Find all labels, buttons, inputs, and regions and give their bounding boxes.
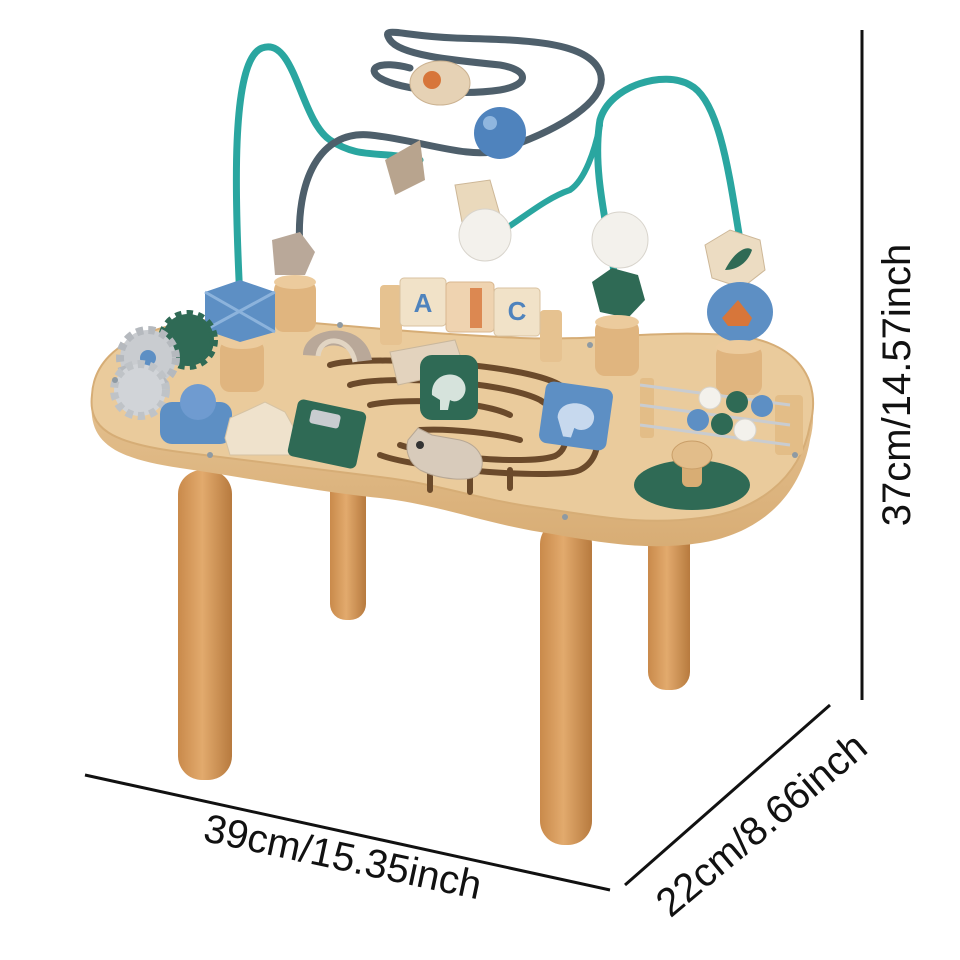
height-dimension-label: 37cm/14.57inch — [875, 244, 919, 526]
table-legs — [178, 470, 690, 845]
center-activity-pieces — [303, 330, 483, 480]
abc-spinner-blocks: A B C — [380, 277, 562, 362]
back-right-leg — [648, 520, 690, 690]
screws — [112, 322, 798, 520]
blue-ball-bead — [474, 107, 526, 159]
cloud-tree-piece — [224, 401, 296, 456]
width-dimension-label: 39cm/15.35inch — [200, 806, 485, 908]
dimension-lines — [84, 30, 864, 892]
peg-base-2 — [220, 340, 264, 392]
teal-wire-left — [232, 43, 424, 304]
right-activity-pieces — [539, 378, 803, 510]
left-activity-pieces — [110, 310, 367, 469]
abc-frame-right — [540, 310, 562, 362]
green-hexagon-bead — [592, 268, 645, 318]
abacus — [639, 378, 803, 455]
white-ball-bead-right — [591, 211, 649, 269]
wire-beads — [272, 60, 773, 342]
fox-icon — [722, 300, 752, 326]
blue-ball-highlight — [483, 116, 497, 130]
width-dimension-line — [84, 773, 611, 892]
depth-dimension-label: 22cm/8.66inch — [648, 725, 876, 926]
front-left-leg — [178, 470, 232, 780]
wooden-knob — [671, 440, 713, 470]
grey-gear-bottom — [110, 360, 170, 420]
peg-base-3 — [595, 320, 639, 376]
green-slider-piece — [287, 399, 367, 469]
raccoon-piece — [406, 427, 483, 480]
front-right-leg — [540, 520, 592, 845]
depth-dimension-line — [624, 703, 831, 887]
wire-bases — [220, 275, 762, 395]
white-ball-bead-left — [458, 208, 512, 262]
leaf-icon — [725, 248, 752, 270]
grey-pentagon-bead — [272, 232, 315, 275]
abc-frame-left — [380, 285, 402, 345]
blue-elephant-icon — [557, 403, 595, 438]
triangle-bead — [385, 140, 425, 195]
abc-block-c — [493, 287, 541, 337]
back-left-leg — [330, 470, 366, 620]
blue-sorting-piece — [160, 402, 232, 444]
abc-letter-a: A — [414, 288, 433, 318]
peg-base-4 — [716, 345, 762, 395]
peg-base-1 — [274, 280, 316, 332]
abc-letter-c: C — [508, 296, 527, 326]
bird-bead-emblem — [423, 71, 441, 89]
elephant-icon — [431, 374, 466, 410]
